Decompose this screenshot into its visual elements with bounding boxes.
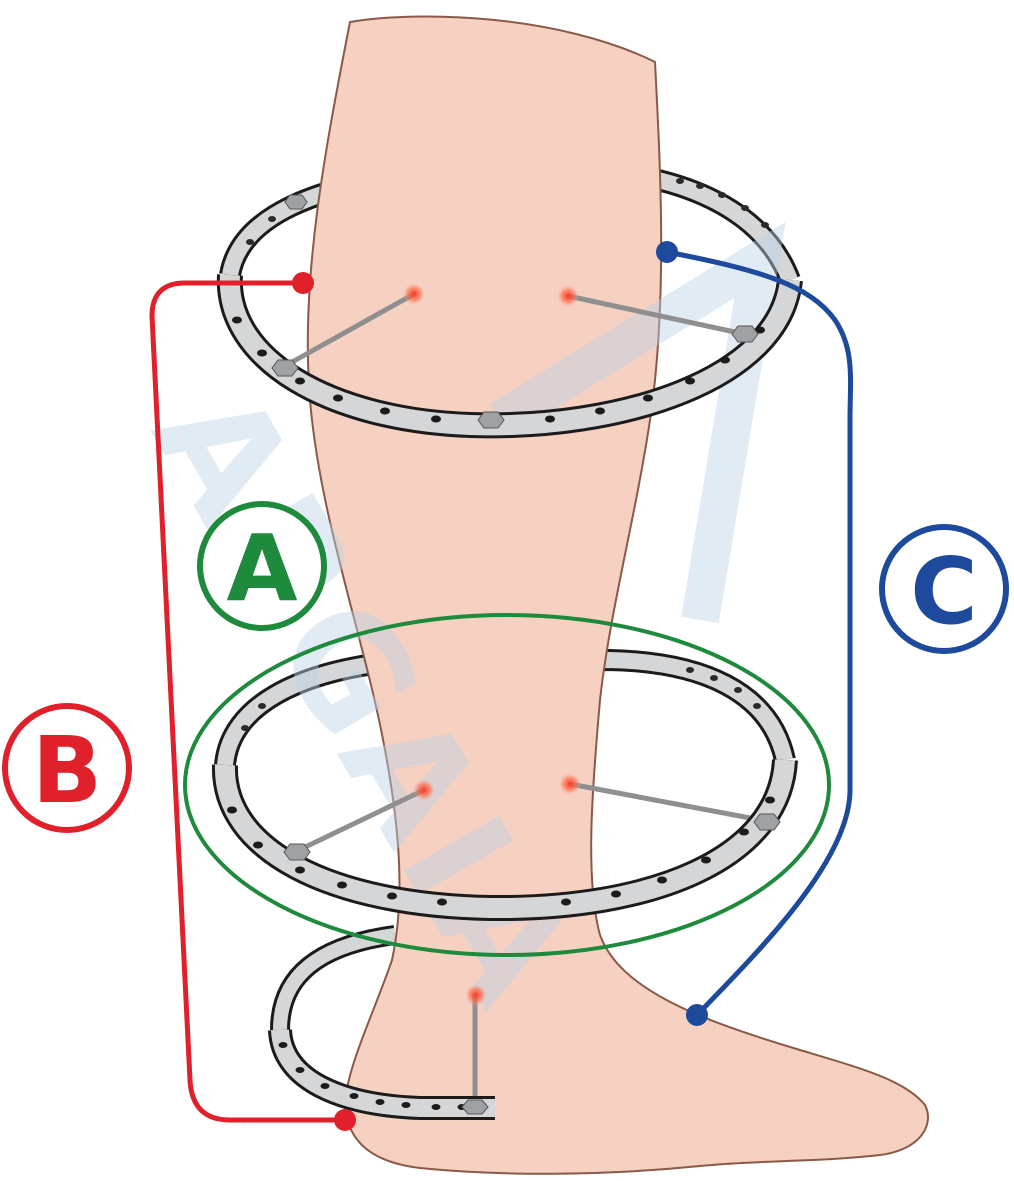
bracket-c-bottom-endpoint [686,1004,708,1026]
transfixion-wires [282,291,769,1103]
highlight-ellipse-a [183,613,831,957]
middle-ring-front [211,758,798,922]
bracket-b [149,272,356,1131]
bracket-b-bottom-endpoint [334,1109,356,1131]
wire-entry-points [403,283,581,1006]
leg-and-foot [306,15,929,1175]
label-c-badge: C [879,524,1009,654]
label-a-badge: A [197,501,327,631]
label-a-text: A [226,515,297,622]
bracket-c [656,241,854,1026]
bracket-c-top-endpoint [656,241,678,263]
label-b-badge: B [2,703,132,833]
bracket-b-top-endpoint [292,272,314,294]
label-c-text: C [910,538,978,645]
bottom-half-ring-front [268,1028,495,1120]
label-b-text: B [32,717,102,824]
top-ring-front [216,194,803,439]
